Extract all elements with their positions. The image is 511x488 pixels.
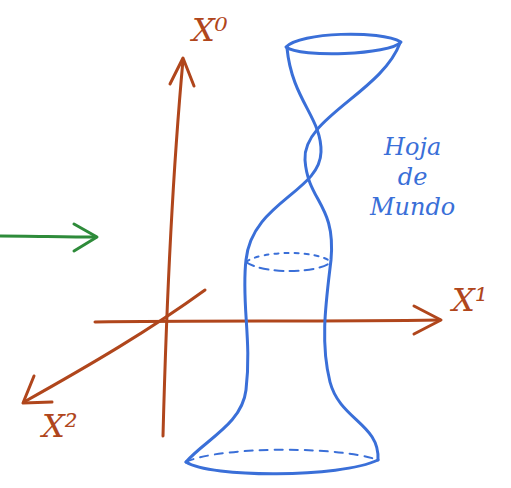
mid-slice-back xyxy=(246,253,331,262)
sheet-right-edge xyxy=(305,43,400,460)
sheet-left-edge xyxy=(186,48,321,462)
axis-label: X¹ xyxy=(452,284,488,316)
pointer-arrow xyxy=(0,236,96,237)
mid-slice-front xyxy=(246,262,331,271)
x2-arrowhead xyxy=(23,376,52,403)
x0-axis xyxy=(163,60,183,436)
x1-axis xyxy=(95,320,440,322)
x0-arrowhead xyxy=(170,58,194,86)
axis-label: X⁰ xyxy=(192,14,228,46)
bottom-boundary-back xyxy=(186,450,378,462)
bottom-boundary-front xyxy=(186,460,378,474)
worldsheet-label: Hoja de Mundo xyxy=(370,132,455,222)
top-boundary xyxy=(286,34,401,54)
axis-label: X² xyxy=(42,410,78,442)
x1-arrowhead xyxy=(414,306,441,334)
x2-axis xyxy=(24,290,205,402)
pointer-arrowhead xyxy=(74,224,97,251)
